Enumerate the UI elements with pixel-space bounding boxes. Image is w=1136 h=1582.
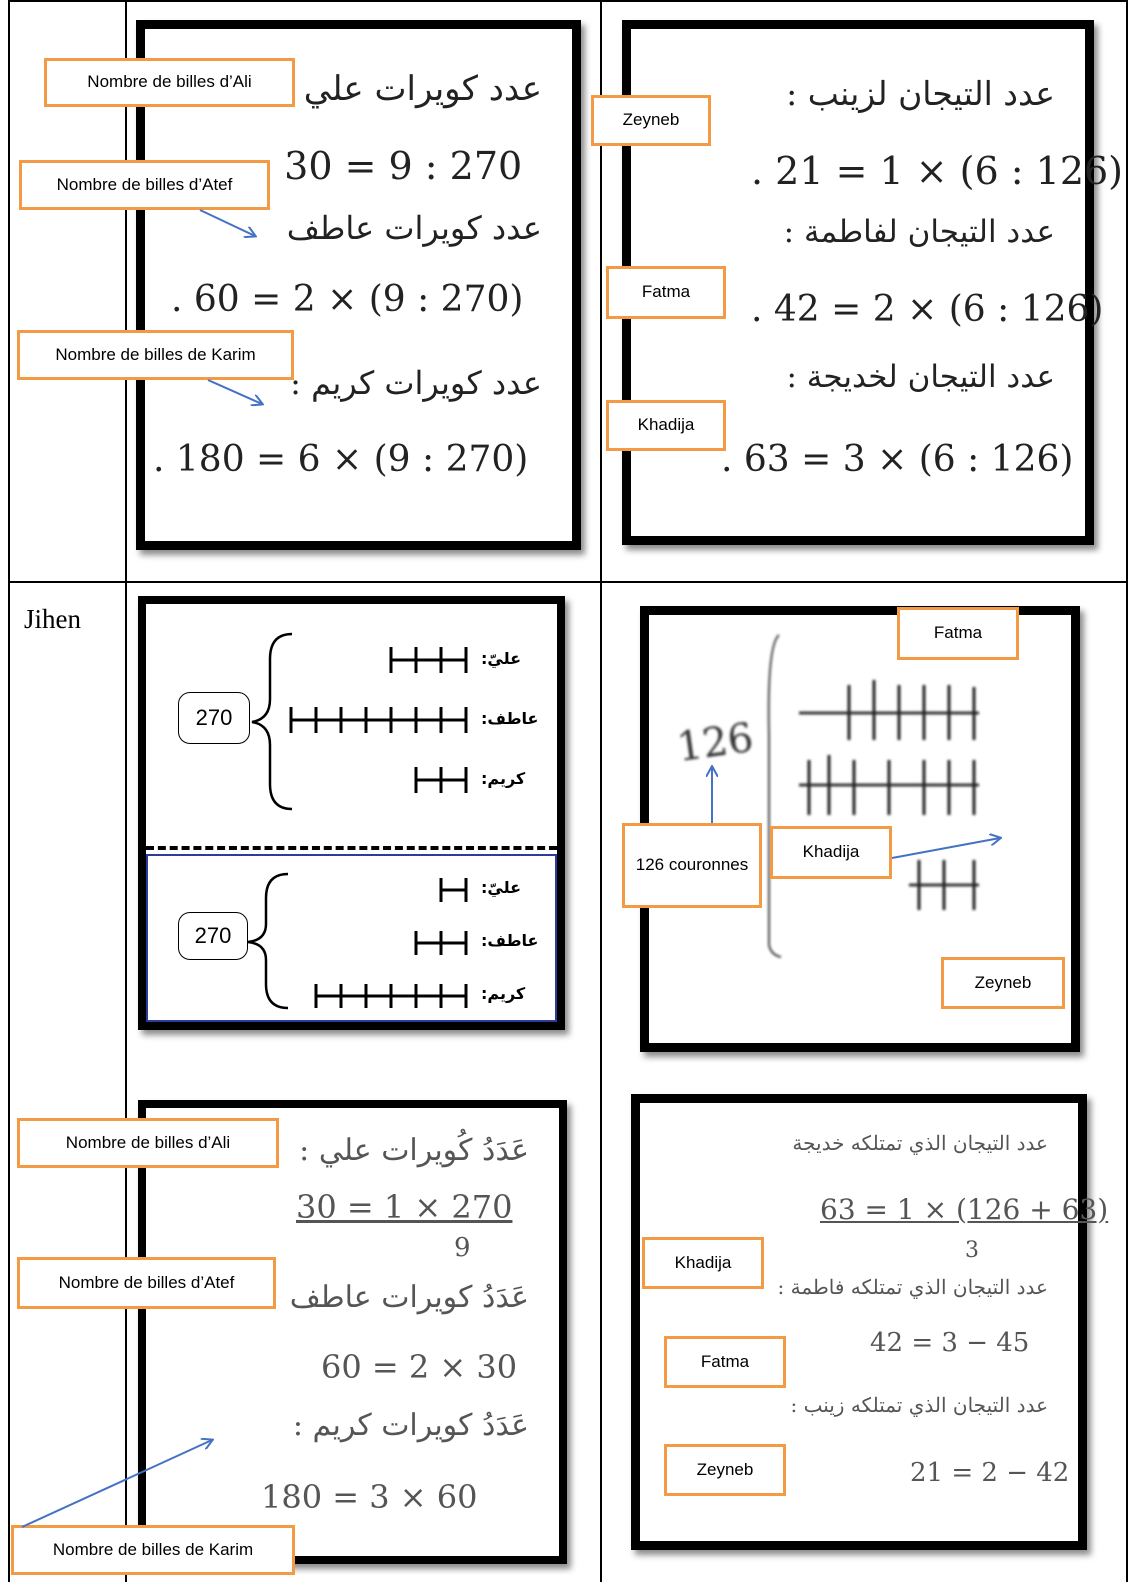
- label-khadija: Khadija: [606, 400, 726, 451]
- bar-label-atef: عاطف:: [481, 931, 539, 950]
- hw-line: 21 = 2 − 42: [910, 1458, 1070, 1488]
- bar-label-atef: عاطف:: [481, 709, 539, 728]
- hw-line: 30 = 1 × 270: [296, 1188, 513, 1226]
- bar-label-ali: عليّ:: [481, 649, 522, 668]
- scan-bottom-left: عَدَدُ كُويرات علي : 30 = 1 × 270 9 عَدَ…: [138, 1100, 567, 1564]
- hw-line: 63 = 1 × (126 + 63): [820, 1193, 1109, 1226]
- label-zeyneb: Zeyneb: [941, 957, 1065, 1009]
- table-border-top: [8, 0, 1128, 2]
- hw-line: . 42 = 2 × (6 : 126): [751, 289, 1104, 330]
- bar-label-ali: عليّ:: [481, 878, 522, 897]
- hw-line: عَدَدُ كويرات عاطف: [289, 1280, 529, 1315]
- hw-line: عدد كويرات عاطف: [286, 209, 542, 247]
- hw-line: . 180 = 6 × (9 : 270): [153, 439, 529, 480]
- table-divider-name-column: [125, 0, 127, 1582]
- student-name: Jihen: [24, 604, 81, 634]
- hw-line: عدد التيجان الذي تمتلكه فاطمة :: [777, 1275, 1049, 1299]
- hw-line: عَدَدُ كويرات كريم :: [292, 1408, 529, 1443]
- label-karim: Nombre de billes de Karim: [11, 1525, 295, 1575]
- hw-line: عدد التيجان لفاطمة :: [783, 214, 1055, 250]
- dashed-separator: [146, 846, 557, 850]
- total-box-top: 270: [178, 692, 250, 744]
- bar-label-karim: كريم:: [481, 984, 526, 1003]
- diagram-bottom: 270 عليّ: عاطف: كريم:: [146, 854, 557, 1022]
- hw-line: 60 = 2 × 30: [321, 1348, 518, 1386]
- label-fatma: Fatma: [664, 1336, 786, 1388]
- segment-bars-bottom: [314, 878, 468, 1008]
- hw-line: 180 = 3 × 60: [261, 1478, 478, 1516]
- label-ali: Nombre de billes d’Ali: [44, 58, 295, 107]
- table-divider-middle: [600, 0, 602, 1582]
- label-atef: Nombre de billes d’Atef: [17, 1257, 276, 1309]
- table-border-left: [8, 0, 10, 1582]
- hw-line: 42 = 3 − 45: [870, 1328, 1030, 1358]
- label-zeyneb: Zeyneb: [591, 95, 711, 146]
- curly-brace-bottom: [247, 872, 289, 1010]
- table-grid: [8, 0, 1128, 1582]
- scan-bar-diagrams: 270 عليّ: عاطف: كريم: 270 عليّ: عاطف: كر…: [138, 596, 565, 1030]
- label-karim: Nombre de billes de Karim: [17, 330, 294, 380]
- hw-line: . 30 = 9 : 270: [260, 144, 523, 188]
- label-fatma: Fatma: [897, 607, 1019, 660]
- hw-line: . 63 = 3 × (6 : 126): [721, 439, 1074, 480]
- hw-line: عدد التيجان لخديجة :: [786, 359, 1055, 395]
- diagram-top: 270 عليّ: عاطف: كريم:: [146, 604, 557, 844]
- table-row-divider: [8, 581, 1128, 583]
- hw-line: عَدَدُ كُويرات علي :: [299, 1133, 529, 1168]
- label-zeyneb: Zeyneb: [664, 1444, 786, 1496]
- label-fatma: Fatma: [606, 266, 726, 319]
- segment-bars-top: [289, 647, 468, 793]
- label-khadija: Khadija: [770, 826, 892, 879]
- label-126-crowns: 126 couronnes: [622, 823, 762, 908]
- hw-line: عدد كويرات علي :: [281, 69, 542, 109]
- hw-line: . 60 = 2 × (9 : 270): [171, 279, 524, 320]
- hw-line: عدد التيجان لزينب :: [786, 74, 1055, 113]
- hw-line: 3: [965, 1238, 979, 1263]
- curly-brace-top: [251, 632, 293, 811]
- hw-line: . 21 = 1 × (6 : 126): [751, 149, 1124, 193]
- blurry-bars: [767, 634, 979, 958]
- hw-line: 9: [454, 1233, 471, 1263]
- hw-line: عدد التيجان الذي تمتلكه زينب :: [790, 1393, 1048, 1417]
- hw-line: عدد التيجان الذي تمتلكه خديجة: [792, 1131, 1048, 1155]
- table-border-right: [1126, 0, 1128, 1582]
- scan-top-left: عدد كويرات علي : . 30 = 9 : 270 عدد كوير…: [136, 20, 581, 550]
- total-box-bottom: 270: [178, 912, 248, 960]
- bar-label-karim: كريم:: [481, 769, 526, 788]
- label-khadija: Khadija: [642, 1237, 764, 1289]
- label-ali: Nombre de billes d’Ali: [17, 1118, 279, 1168]
- hw-line: عدد كويرات كريم :: [290, 364, 542, 402]
- label-atef: Nombre de billes d’Atef: [19, 160, 270, 210]
